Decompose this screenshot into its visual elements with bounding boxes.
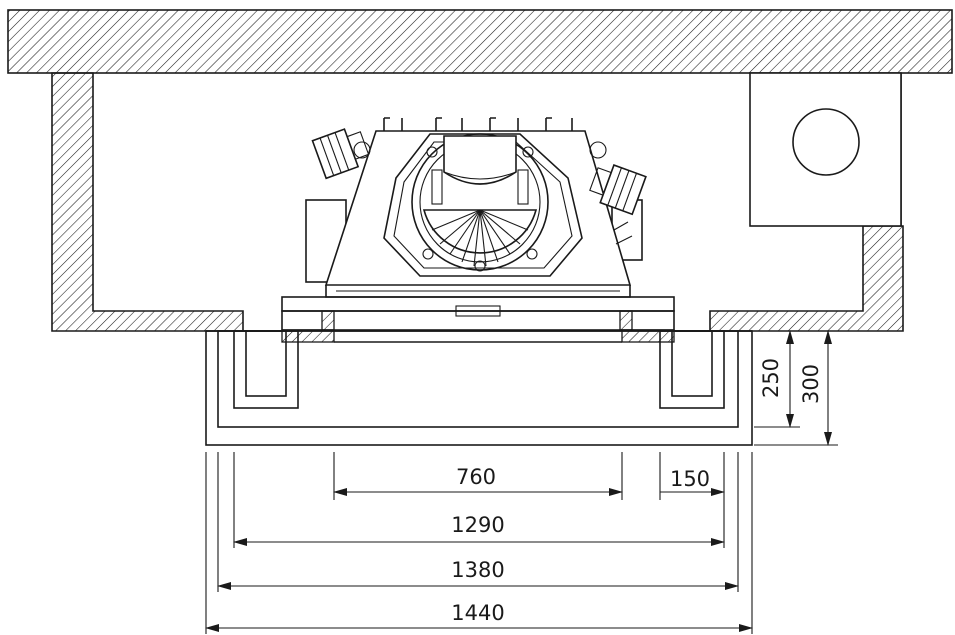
duct-circle [792, 108, 860, 176]
machine [305, 117, 647, 298]
extension-lines [205, 426, 838, 634]
dim-label-250: 250 [759, 358, 783, 398]
dimension-labels: 760 150 1290 1380 1440 250 300 [451, 358, 823, 625]
foundation-pit [205, 330, 753, 446]
fan-spokes [431, 209, 529, 267]
dimension-lines [205, 330, 832, 632]
dim-label-1290: 1290 [451, 513, 504, 537]
dim-label-1380: 1380 [451, 558, 504, 582]
ceiling-slab [7, 9, 953, 74]
base-frame [206, 296, 752, 343]
dim-label-1440: 1440 [451, 601, 504, 625]
dim-label-150: 150 [670, 467, 710, 491]
dim-label-760: 760 [456, 465, 496, 489]
dim-label-300: 300 [799, 364, 823, 404]
duct-box [749, 72, 902, 227]
